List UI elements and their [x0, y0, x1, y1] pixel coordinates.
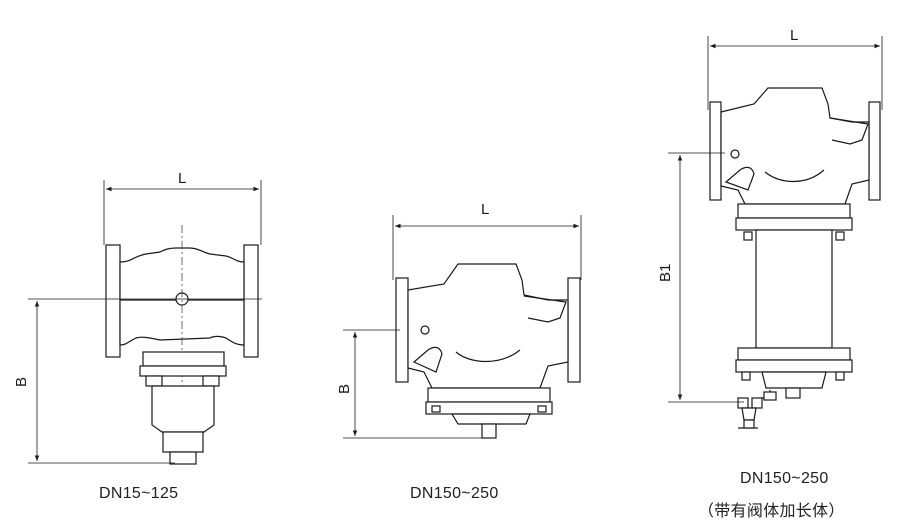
caption-dn15-125: DN15~125 — [99, 485, 179, 502]
height-label-B1: B1 — [657, 264, 674, 282]
valve-view-extended: L B1 — [657, 27, 883, 429]
subcaption-extended-body: （带有阀体加长体） — [698, 503, 845, 520]
caption-dn150-250-extended: DN150~250 — [740, 470, 829, 487]
width-label-L: L — [178, 170, 186, 187]
height-label-B: B — [336, 384, 353, 394]
caption-dn150-250: DN150~250 — [410, 485, 499, 502]
width-label-L: L — [790, 27, 798, 44]
valve-view-small: L B — [13, 170, 262, 465]
height-label-B: B — [13, 377, 30, 387]
valve-view-medium: L B — [336, 201, 582, 439]
width-label-L: L — [481, 201, 489, 218]
